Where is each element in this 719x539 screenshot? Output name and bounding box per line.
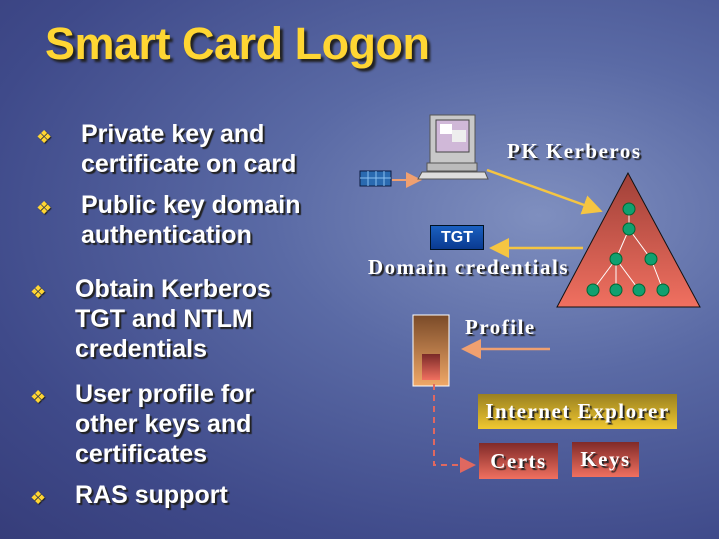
tgt-badge: TGT (430, 225, 484, 250)
bullet-ras: RAS support (75, 480, 228, 510)
bullet-kerberos: Obtain Kerberos TGT and NTLM credentials (75, 274, 271, 364)
profile-label: Profile (465, 315, 536, 339)
keys-box: Keys (572, 442, 639, 477)
bullet-public-key: Public key domain authentication (81, 190, 301, 250)
internet-explorer-box: Internet Explorer (478, 394, 677, 429)
computer-icon (417, 114, 489, 180)
pk-kerberos-arrow (486, 168, 603, 215)
bullet-line: Public key domain (81, 191, 301, 219)
bullet-line: credentials (75, 335, 208, 363)
bullet-line: Private key and (81, 120, 265, 148)
profile-icon (412, 314, 450, 387)
domain-tree-triangle (556, 171, 701, 308)
bullet-icon: ❖ (30, 282, 47, 302)
bullet-line: User profile for (75, 380, 255, 408)
domain-credentials-label: Domain credentials (368, 255, 570, 279)
bullet-line: RAS support (75, 481, 228, 509)
bullet-icon: ❖ (36, 198, 53, 218)
bullet-line: authentication (81, 221, 252, 249)
pk-kerberos-label: PK Kerberos (507, 139, 642, 163)
bullet-icon: ❖ (30, 387, 47, 407)
smart-card-icon (359, 170, 392, 187)
bullet-line: Obtain Kerberos (75, 275, 271, 303)
bullet-line: certificate on card (81, 150, 297, 178)
slide-title: Smart Card Logon (45, 18, 430, 69)
bullet-icon: ❖ (30, 488, 47, 508)
bullet-line: certificates (75, 440, 208, 468)
bullet-icon: ❖ (36, 127, 53, 147)
bullet-line: TGT and NTLM (75, 305, 253, 333)
certs-box: Certs (479, 443, 558, 479)
bullet-line: other keys and (75, 410, 252, 438)
bullet-user-profile: User profile for other keys and certific… (75, 379, 254, 469)
profile-to-certs-arrow (433, 384, 476, 473)
bullet-private-key: Private key and certificate on card (81, 119, 296, 179)
